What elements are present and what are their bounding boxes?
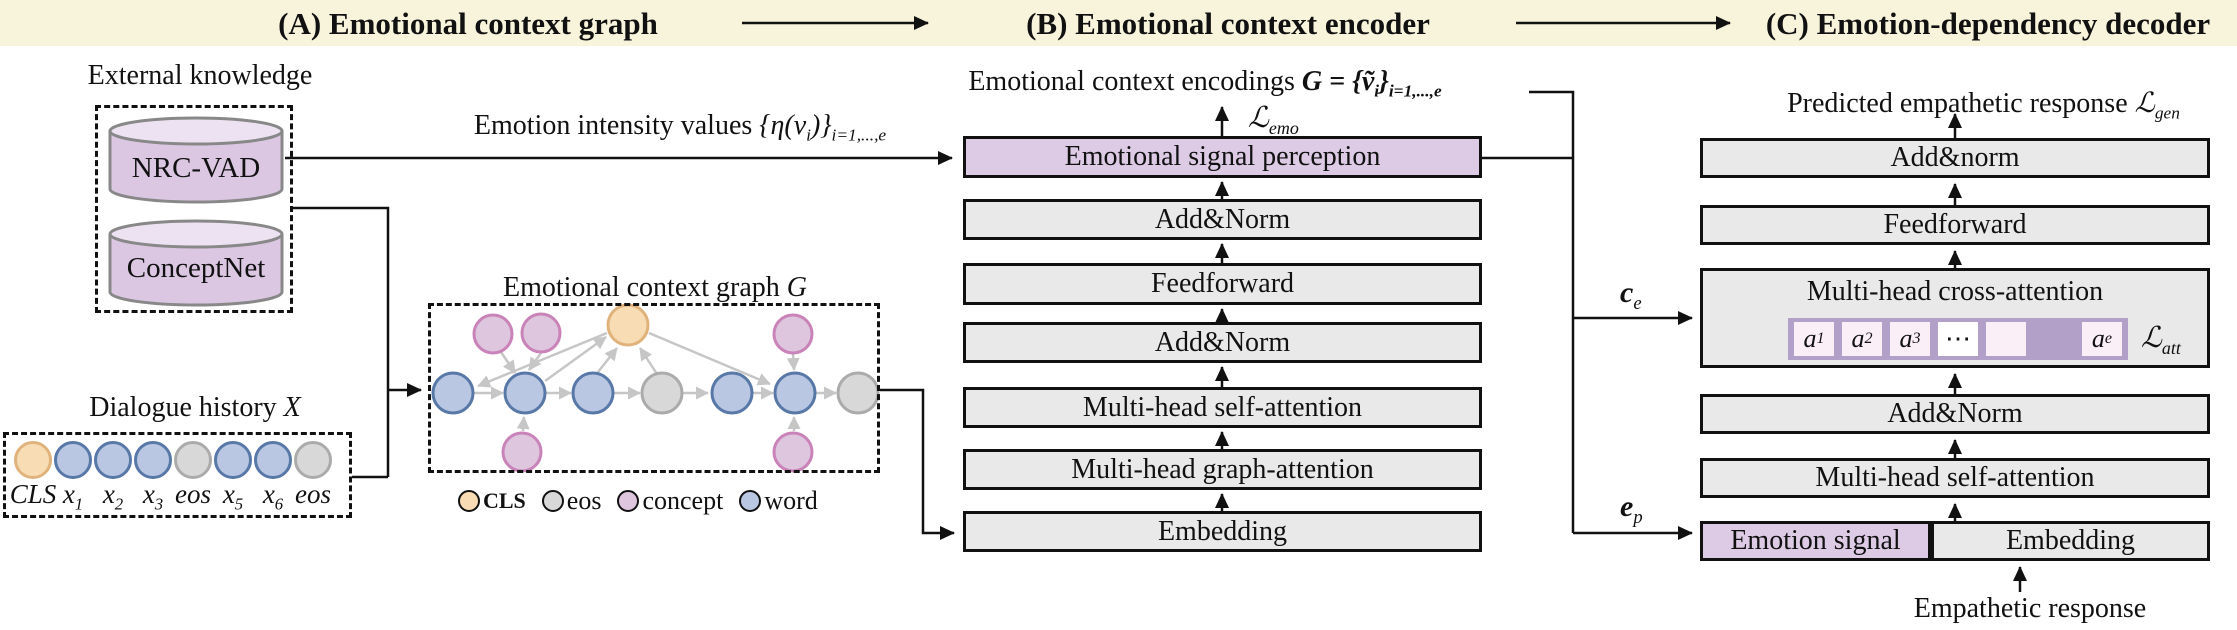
- decoder-embedding: Embedding: [1931, 521, 2210, 561]
- encoder-multi-head-graph-attention: Multi-head graph-attention: [963, 449, 1482, 490]
- token-circle-eos: [294, 441, 332, 479]
- graph-legend: CLS eos concept word: [458, 486, 818, 516]
- encoder-add-norm-2: Add&Norm: [963, 322, 1482, 363]
- encoder-add-norm-1: Add&Norm: [963, 199, 1482, 240]
- token-circle-word: [94, 441, 132, 479]
- token-circle-word: [134, 441, 172, 479]
- eos-dot-icon: [541, 490, 564, 512]
- loss-att-label: ℒatt: [2141, 322, 2181, 358]
- ce-label: ce: [1620, 276, 1642, 314]
- token-label: x6: [262, 479, 284, 514]
- legend-item-word: word: [739, 486, 818, 516]
- legend-item-cls: CLS: [458, 488, 526, 514]
- encodings-label: Emotional context encodings G = {ṽi}i=1,…: [968, 66, 1442, 101]
- token-circle-cls: [14, 441, 52, 479]
- nrc-vad-label: NRC-VAD: [131, 152, 261, 184]
- attention-cell-blank: [1986, 322, 2026, 356]
- cross-attention-label: Multi-head cross-attention: [1806, 276, 2104, 307]
- graph-box: [428, 303, 880, 473]
- wire-encodings-trunk: [1529, 90, 1575, 533]
- token-circle-word: [254, 441, 292, 479]
- header-title-b: (B) Emotional context encoder: [1026, 6, 1430, 41]
- legend-item-concept: concept: [617, 486, 723, 516]
- dialogue-history-box: [3, 432, 352, 518]
- conceptnet-label: ConceptNet: [126, 252, 266, 284]
- ep-label: ep: [1620, 490, 1643, 528]
- emotion-intensity-label: Emotion intensity values {η(vi)}i=1,...,…: [473, 110, 887, 145]
- decoder-emotion-signal: Emotion signal: [1700, 521, 1931, 561]
- token-label: eos: [175, 479, 211, 509]
- token-circle-eos: [174, 441, 212, 479]
- token-circle-word: [214, 441, 252, 479]
- encoder-multi-head-self-attention: Multi-head self-attention: [963, 387, 1482, 428]
- decoder-feedforward: Feedforward: [1700, 205, 2210, 245]
- token-label: x5: [222, 479, 244, 514]
- graph-title: Emotional context graph G: [502, 272, 808, 303]
- token-circle-word: [54, 441, 92, 479]
- header-title-a: (A) Emotional context graph: [278, 6, 658, 41]
- dialogue-history-title: Dialogue history X: [89, 392, 301, 423]
- external-knowledge-title: External knowledge: [87, 60, 313, 91]
- predicted-response-label: Predicted empathetic response ℒgen: [1787, 88, 2180, 123]
- empathetic-response-label: Empathetic response: [1913, 593, 2147, 624]
- external-knowledge-box: [95, 105, 293, 313]
- encoder-feedforward: Feedforward: [963, 263, 1482, 305]
- cls-dot-icon: [458, 490, 480, 512]
- encoder-embedding: Embedding: [963, 511, 1482, 552]
- word-dot-icon: [739, 490, 762, 512]
- decoder-add-norm-2: Add&Norm: [1700, 394, 2210, 434]
- attention-cell-ellipsis: ⋯: [1938, 322, 1978, 356]
- token-label: x1: [62, 479, 84, 514]
- concept-dot-icon: [617, 490, 640, 512]
- wire-graph-to-embedding: [880, 388, 955, 540]
- token-label: CLS: [9, 479, 57, 509]
- header-band: [0, 0, 2237, 46]
- decoder-multi-head-self-attention: Multi-head self-attention: [1700, 458, 2210, 498]
- decoder-add-norm-1: Add&norm: [1700, 138, 2210, 178]
- encoder-emotional-signal-perception: Emotional signal perception: [963, 136, 1482, 178]
- token-label: x2: [102, 479, 124, 514]
- legend-item-eos: eos: [541, 486, 601, 516]
- token-label: x3: [142, 479, 164, 514]
- header-title-c: (C) Emotion-dependency decoder: [1765, 6, 2211, 41]
- loss-emo-label: ℒemo: [1248, 102, 1299, 138]
- token-label: eos: [295, 479, 331, 509]
